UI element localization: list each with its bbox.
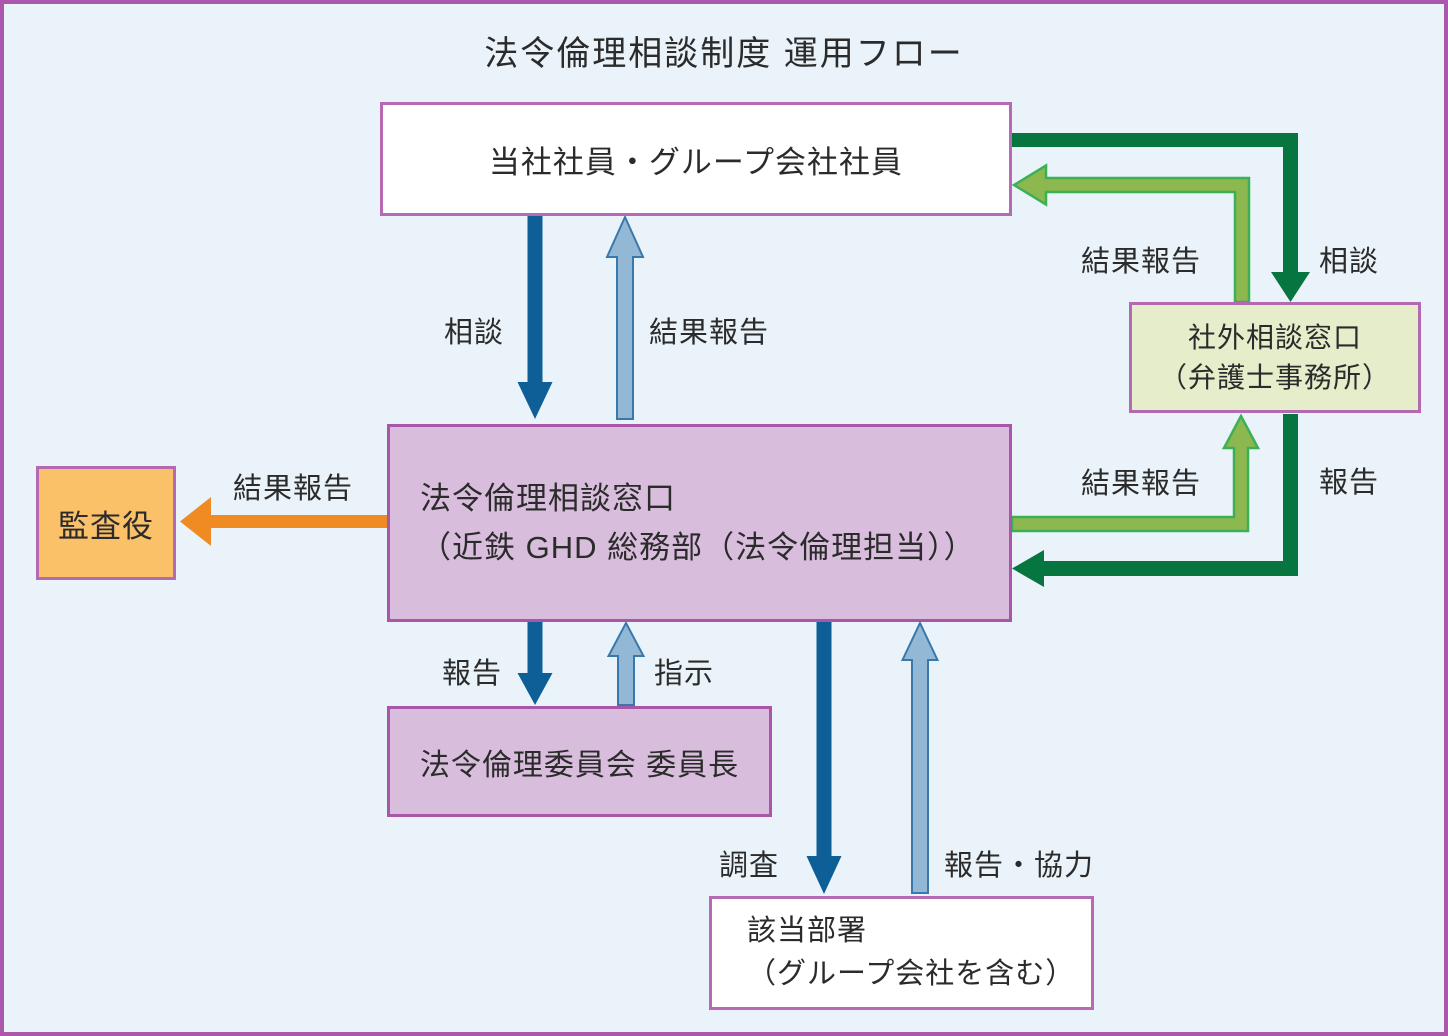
label-report-down: 報告 (442, 658, 503, 690)
label-investigation-down: 調査 (719, 850, 780, 882)
arrow-consult-down (517, 216, 553, 419)
box-employees: 当社社員・グループ会社社員 (380, 102, 1012, 216)
box-employees-label: 当社社員・グループ会社社員 (488, 144, 904, 180)
box-relevant-dept: 該当部署 （グループ会社を含む） (709, 896, 1094, 1010)
diagram-title: 法令倫理相談制度 運用フロー (484, 35, 964, 73)
box-consultation-desk: 法令倫理相談窓口 （近鉄 GHD 総務部（法令倫理担当）） (387, 424, 1012, 622)
arrow-instruction-up (606, 620, 646, 706)
label-result-report-external-mid: 結果報告 (1081, 468, 1202, 500)
box-consultation-desk-line2: （近鉄 GHD 総務部（法令倫理担当）） (420, 530, 976, 565)
box-committee-chair: 法令倫理委員会 委員長 (387, 706, 772, 817)
box-consultation-desk-line1: 法令倫理相談窓口 (420, 481, 676, 516)
label-report-cooperation-up: 報告・協力 (944, 850, 1095, 882)
label-result-report-external-top: 結果報告 (1081, 246, 1202, 278)
arrow-investigation-down (806, 622, 842, 894)
box-committee-chair-label: 法令倫理委員会 委員長 (419, 748, 740, 782)
label-instruction-up: 指示 (654, 658, 715, 690)
box-auditor: 監査役 (36, 466, 176, 580)
arrow-report-cooperation-up (900, 620, 940, 894)
label-consult-external: 相談 (1319, 246, 1380, 278)
arrow-result-report-external-top (1011, 163, 1251, 304)
box-relevant-dept-line2: （グループ会社を含む） (747, 958, 1076, 990)
box-external-desk-line2: （弁護士事務所） (1158, 361, 1391, 393)
arrow-report-down (517, 622, 553, 705)
label-consult-down: 相談 (444, 317, 505, 349)
label-report-external: 報告 (1319, 467, 1380, 499)
box-external-desk: 社外相談窓口 （弁護士事務所） (1129, 302, 1421, 413)
box-auditor-label: 監査役 (58, 508, 154, 544)
box-relevant-dept-line1: 該当部署 (747, 915, 868, 947)
arrow-result-report-up (605, 214, 645, 420)
label-result-report-up: 結果報告 (649, 317, 770, 349)
label-result-report-auditor: 結果報告 (233, 473, 354, 505)
box-external-desk-line1: 社外相談窓口 (1187, 321, 1362, 353)
